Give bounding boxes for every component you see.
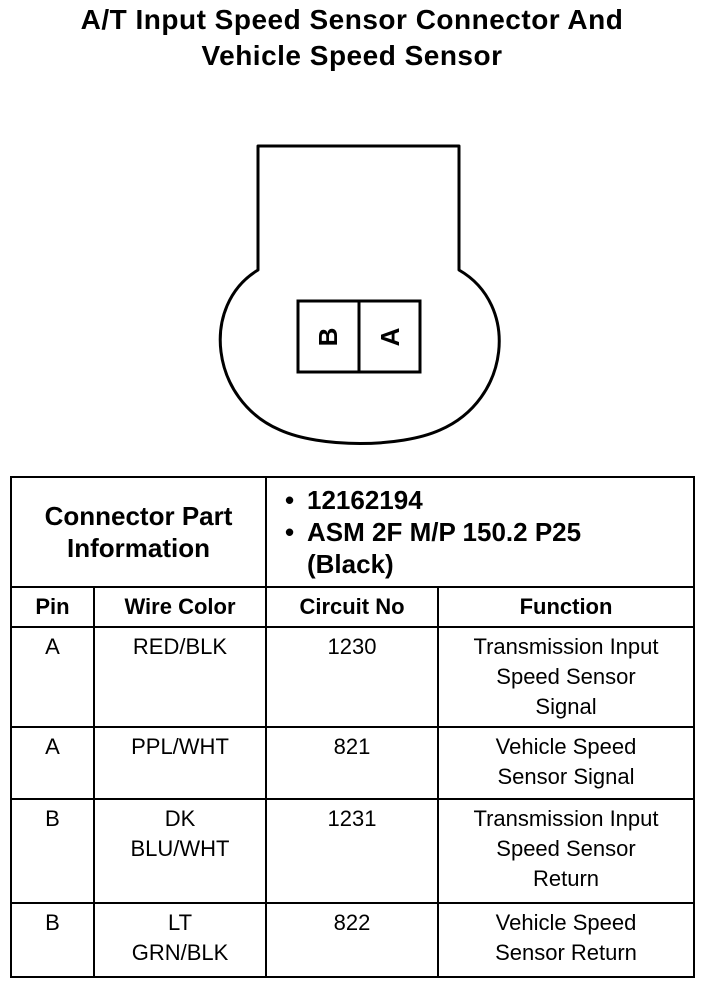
pin-cell: B [10, 798, 95, 904]
wire-color-cell-line: GRN/BLK [131, 940, 229, 965]
pin-cell: A [10, 726, 95, 800]
title-line-2: Vehicle Speed Sensor [201, 40, 503, 71]
circuit-no-cell: 1231 [265, 798, 439, 904]
function-cell-line: Vehicle Speed [495, 910, 637, 935]
function-cell-line: Transmission Input [473, 634, 659, 659]
circuit-no-cell-line: 821 [333, 734, 371, 759]
part-info-label-line-2: Information [67, 533, 210, 563]
wire-color-cell: RED/BLK [93, 626, 267, 728]
asm-line-1: ASM 2F M/P 150.2 P25 [285, 516, 683, 548]
pin-cell-line: A [45, 634, 60, 659]
pin-label-a: A [375, 327, 405, 346]
connector-diagram: B A [218, 144, 501, 445]
wire-color-cell: PPL/WHT [93, 726, 267, 800]
circuit-no-cell-line: 1231 [327, 806, 377, 831]
pin-cell: A [10, 626, 95, 728]
circuit-no-cell: 1230 [265, 626, 439, 728]
pin-cavity-a [357, 299, 422, 374]
pin-cell: B [10, 902, 95, 978]
pin-cell-line: A [45, 734, 60, 759]
wire-color-cell-line: DK [164, 806, 196, 831]
part-info-details: 12162194 ASM 2F M/P 150.2 P25 (Black) [265, 476, 695, 588]
function-cell-line: Sensor Signal [497, 764, 635, 789]
wire-color-cell-line: RED/BLK [132, 634, 228, 659]
title-line-1: A/T Input Speed Sensor Connector And [80, 4, 624, 35]
function-cell-line: Vehicle Speed [495, 734, 637, 759]
wire-color-cell: LT GRN/BLK [93, 902, 267, 978]
function-cell-line: Speed Sensor [496, 664, 636, 689]
wire-color-cell-line: BLU/WHT [130, 836, 230, 861]
circuit-no-cell: 822 [265, 902, 439, 978]
part-info-label: Connector Part Information [10, 476, 267, 588]
function-cell-line: Signal [535, 694, 597, 719]
function-cell-line: Return [532, 866, 600, 891]
pin-cell-line: B [45, 910, 60, 935]
connector-table: Connector Part Information 12162194 ASM … [10, 476, 695, 978]
part-info-label-line-1: Connector Part [44, 501, 233, 531]
function-cell-line: Speed Sensor [496, 836, 636, 861]
header-pin: Pin [10, 586, 95, 628]
page-title: A/T Input Speed Sensor Connector And Veh… [0, 2, 704, 74]
circuit-no-cell: 821 [265, 726, 439, 800]
pin-cell-line: B [45, 806, 60, 831]
function-cell-line: Transmission Input [473, 806, 659, 831]
wire-color-cell-line: LT [167, 910, 193, 935]
function-cell-line: Sensor Return [495, 940, 637, 965]
circuit-no-cell-line: 822 [333, 910, 371, 935]
header-wire-color: Wire Color [93, 586, 267, 628]
asm-line-2: (Black) [307, 549, 394, 579]
wire-color-cell-line: PPL/WHT [131, 734, 229, 759]
wire-color-cell: DK BLU/WHT [93, 798, 267, 904]
pin-label-b: B [313, 328, 343, 347]
circuit-no-cell-line: 1230 [327, 634, 377, 659]
header-row: Pin Wire Color Circuit No Function [10, 586, 695, 628]
part-number: 12162194 [285, 484, 683, 516]
header-circuit-no: Circuit No [265, 586, 439, 628]
header-function: Function [437, 586, 695, 628]
connector-outline [218, 144, 501, 445]
part-info-row: Connector Part Information 12162194 ASM … [10, 476, 695, 588]
